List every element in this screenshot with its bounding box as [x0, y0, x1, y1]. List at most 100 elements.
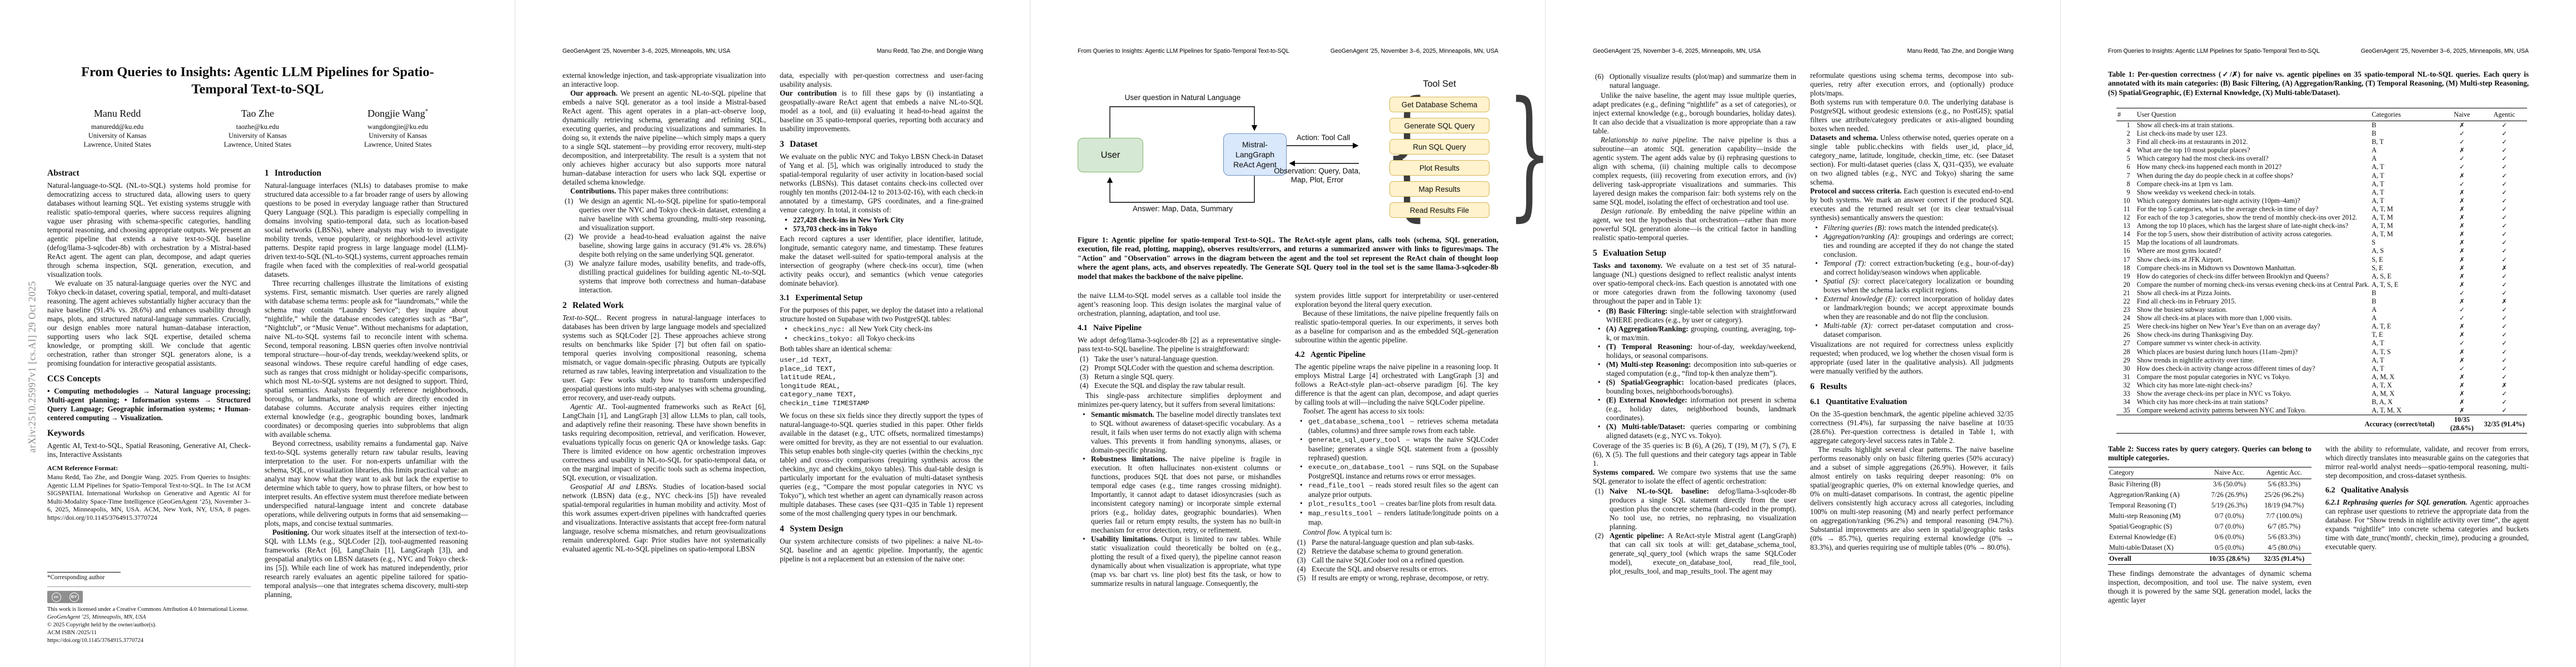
- question-number: 29: [2123, 356, 2130, 364]
- question-text: Find all check-ins at restaurants in 201…: [2136, 138, 2248, 146]
- list-marker: •: [785, 216, 788, 224]
- naive-result: ✗: [2459, 372, 2465, 381]
- numbered-list: (1)Naive NL-to-SQL baseline: defog/llama…: [1593, 487, 1796, 576]
- accuracy-value: 0/7 (0.0%): [2215, 511, 2244, 520]
- question-categories: S: [2371, 238, 2376, 247]
- list-marker: •: [1815, 259, 1818, 267]
- question-categories: S, E: [2371, 255, 2383, 263]
- paragraph: Control flow. A typical turn is:: [1303, 528, 1392, 536]
- table-row: Aggregation/Ranking (A)7/26 (26.9%)25/26…: [2108, 490, 2311, 500]
- list-marker: •: [1598, 307, 1601, 315]
- question-text: For the top 5 users, show their distribu…: [2136, 230, 2333, 238]
- list-item: (1)We design an agentic NL-to-SQL pipeli…: [565, 197, 766, 232]
- tool-box: Read Results File: [1389, 202, 1489, 218]
- list-marker: (4): [1080, 381, 1089, 390]
- question-text: When during the day do people check in a…: [2136, 171, 2293, 180]
- paragraph: Tasks and taxonomy. We evaluate on a tes…: [1593, 261, 1796, 305]
- category-name: Multi-table/Dataset (X): [2109, 543, 2174, 551]
- agentic-result: ✓: [2502, 146, 2507, 155]
- question-number: 3: [2126, 138, 2130, 146]
- tool-box: Run SQL Query: [1389, 139, 1489, 155]
- paragraph: We evaluate on the public NYC and Tokyo …: [780, 152, 983, 214]
- running-head-left: From Queries to Insights: Agentic LLM Pi…: [1078, 48, 1289, 54]
- question-text: What are the top 10 most popular places?: [2136, 146, 2250, 155]
- author-name: Dongjie Wang*: [367, 108, 428, 119]
- list-marker: •: [1598, 342, 1601, 351]
- paragraph: For the purposes of this paper, we deplo…: [780, 306, 983, 323]
- accuracy-value: 0/7 (0.0%): [2215, 522, 2244, 530]
- run-in-lead: Temporal (T):: [1823, 259, 1870, 267]
- paragraph: Three recurring challenges illustrate th…: [265, 279, 468, 439]
- question-categories: B: [2371, 121, 2376, 129]
- tool-box: Generate SQL Query: [1389, 118, 1489, 133]
- list-item: (3)We analyze failure modes, usability b…: [565, 259, 766, 294]
- question-text: How does check-in activity change across…: [2136, 364, 2315, 372]
- paragraph: system provides little support for inter…: [1295, 291, 1498, 308]
- run-in-lead: Our approach.: [570, 89, 621, 97]
- agentic-result: ✗: [2502, 381, 2507, 389]
- naive-result: ✗: [2459, 406, 2465, 415]
- arrow-label-question: User question in Natural Language: [1124, 93, 1241, 102]
- question-categories: A, T: [2371, 180, 2384, 188]
- question-number: 12: [2123, 213, 2130, 222]
- list-item: •execute_on_database_tool – runs SQL on …: [1300, 462, 1498, 480]
- naive-result: ✗: [2459, 390, 2465, 397]
- naive-result: ✓: [2459, 306, 2465, 314]
- naive-result: ✗: [2459, 196, 2465, 205]
- question-text: Map the locations of all laundromats.: [2136, 238, 2239, 247]
- page-2: GeoGenAgent ’25, November 3–6, 2025, Min…: [515, 0, 1030, 667]
- tool-box: Plot Results: [1389, 160, 1489, 176]
- naive-result: ✗: [2459, 188, 2465, 196]
- column-header: User Question: [2135, 108, 2371, 121]
- list-marker: •: [785, 225, 788, 233]
- agentic-result: ✓: [2502, 171, 2507, 180]
- column-left: (6)Optionally visualize results (plot/ma…: [1593, 71, 1796, 646]
- section-number: 3: [780, 140, 784, 149]
- agentic-result: ✓: [2502, 306, 2507, 314]
- list-item: (3)Call the naive SQLCoder tool on a ref…: [1297, 556, 1465, 564]
- license-line: https://doi.org/10.1145/3764915.3770724: [47, 638, 143, 644]
- numbered-list: (1)Parse the natural-language question a…: [1295, 538, 1498, 583]
- run-in-lead: Toolset.: [1303, 407, 1328, 415]
- table-row: 3 Find all check-ins at restaurants in 20…: [2116, 138, 2527, 146]
- subsection-number: 4.1: [1078, 323, 1088, 332]
- section-number: 5: [1593, 248, 1597, 258]
- list-marker: (5): [1297, 574, 1306, 582]
- agentic-result: ✓: [2502, 390, 2507, 397]
- paragraph: Toolset. The agent has access to six too…: [1303, 407, 1425, 415]
- question-text: Where are most gyms located?: [2136, 247, 2221, 255]
- list-item: (6)Optionally visualize results (plot/ma…: [1595, 72, 1796, 89]
- question-number: 33: [2123, 390, 2130, 397]
- paragraph: external knowledge injection, and task-a…: [562, 71, 766, 88]
- paragraph: Visualizations are not required for corr…: [1810, 340, 2014, 375]
- list-item: •(T) Temporal Reasoning: hour-of-day, we…: [1598, 342, 1796, 360]
- list-item: •Usability limitations. Output is limite…: [1083, 535, 1281, 588]
- agentic-result: ✓: [2502, 188, 2507, 196]
- paper-title: From Queries to Insights: Agentic LLM Pi…: [81, 64, 434, 97]
- author-location: Lawrence, United States: [364, 141, 432, 148]
- table-row: External Knowledge (E)0/6 (0.0%)5/6 (83.…: [2108, 532, 2311, 542]
- naive-result: ✗: [2459, 356, 2465, 364]
- run-in-lead: Multi-table (X):: [1823, 321, 1878, 330]
- numbered-list: (1)Take the user’s natural-language ques…: [1078, 355, 1281, 390]
- column-header: #: [2116, 108, 2136, 121]
- question-number: 1: [2126, 121, 2130, 129]
- list-item: (2)Prompt SQLCoder with the question and…: [1080, 364, 1274, 372]
- footnote-rule: [47, 572, 121, 573]
- question-text: Show the busiest subway station.: [2136, 306, 2228, 314]
- paragraph: Beyond correctness, usability remains a …: [265, 439, 468, 527]
- question-categories: A, T, E: [2371, 322, 2391, 331]
- paragraph: Each record captures a user identifier, …: [780, 235, 983, 287]
- subsection-number: 6.2: [2325, 486, 2335, 495]
- run-in-lead: (M) Multi-step Reasoning:: [1606, 360, 1694, 369]
